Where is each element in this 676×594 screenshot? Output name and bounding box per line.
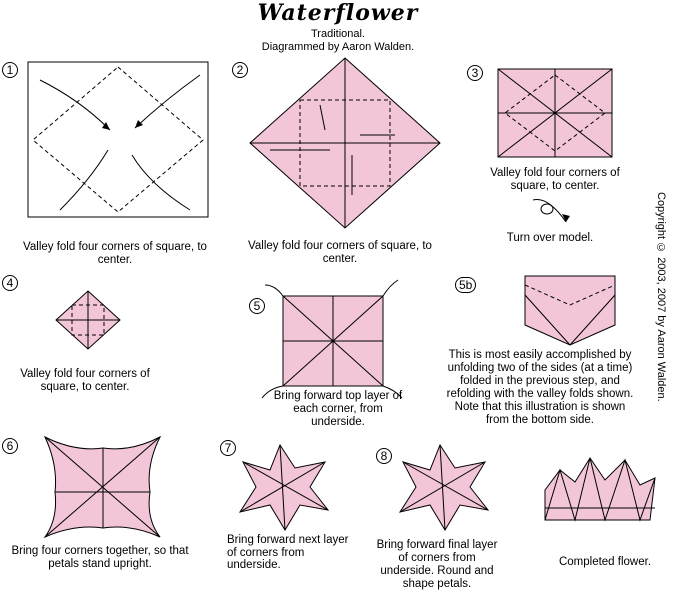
- step-3-note: Turn over model.: [506, 232, 594, 244]
- tradition-note: Traditional.: [310, 28, 365, 40]
- completed-caption: Completed flower.: [558, 556, 652, 568]
- step-5b-number: 5b: [455, 277, 477, 293]
- step-2-number: 2: [232, 62, 248, 78]
- step-3-number: 3: [467, 65, 483, 81]
- step-5-caption: Bring forward top layer of each corner, …: [273, 390, 403, 428]
- step-7-caption: Bring forward next layer of corners from…: [227, 534, 349, 571]
- step-1-number: 1: [2, 62, 18, 78]
- copyright-note: Copyright © 2003, 2007 by Aaron Walden.: [655, 192, 667, 402]
- step-6-number: 6: [2, 438, 18, 454]
- diagrammer-credit: Diagrammed by Aaron Walden.: [261, 41, 415, 53]
- step-1-caption: Valley fold four corners of square, to c…: [23, 241, 207, 266]
- step-7-number: 7: [220, 440, 236, 456]
- step-2-caption: Valley fold four corners of square, to c…: [248, 240, 432, 265]
- step-4-caption: Valley fold four corners of square, to c…: [20, 368, 150, 393]
- step-8-number: 8: [376, 448, 392, 464]
- step-8-caption: Bring forward final layer of corners fro…: [376, 539, 498, 590]
- step-4-number: 4: [2, 275, 18, 291]
- step-6-caption: Bring four corners together, so that pet…: [11, 545, 189, 570]
- page-title: Waterflower: [257, 0, 419, 26]
- step-3-caption: Valley fold four corners of square, to c…: [490, 167, 620, 192]
- step-5b-caption: This is most easily accomplished by unfo…: [446, 349, 634, 426]
- step-5-number: 5: [249, 298, 265, 314]
